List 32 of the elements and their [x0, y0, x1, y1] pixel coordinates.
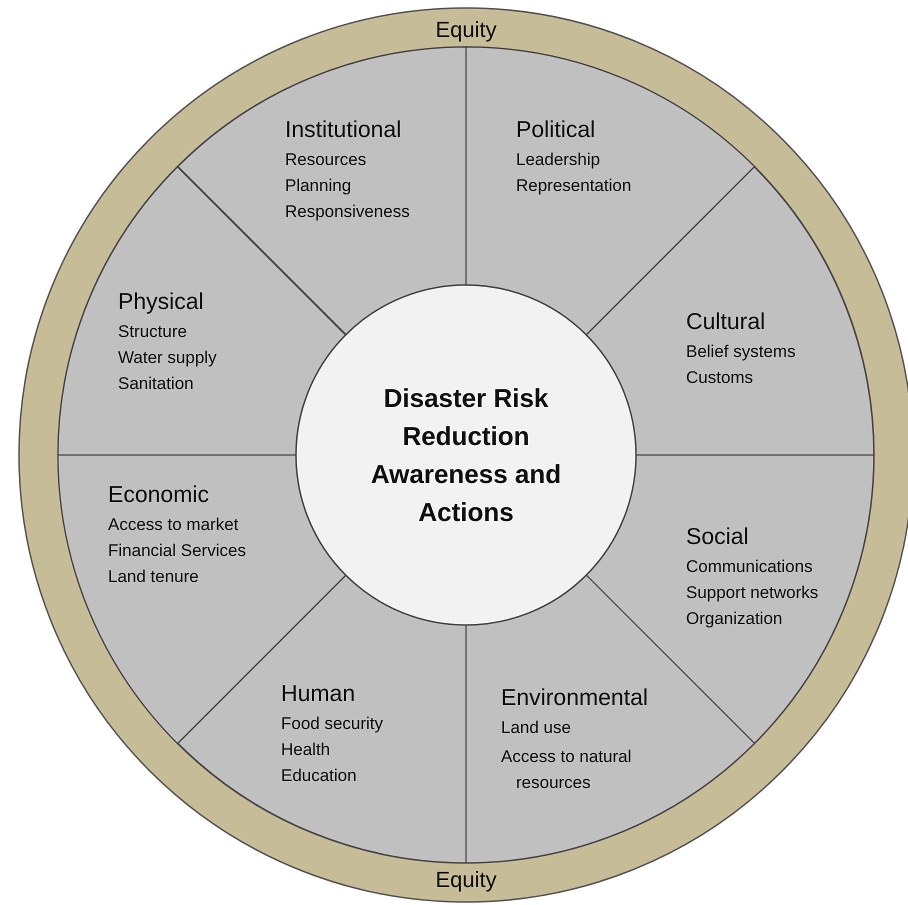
list-item: Support networks	[686, 583, 818, 603]
list-item: Customs	[686, 368, 754, 388]
list-item: Belief systems	[686, 342, 796, 362]
ring-label: Equity	[436, 17, 497, 43]
list-item: Land use	[501, 718, 571, 738]
list-item: Responsiveness	[284, 202, 410, 222]
list-item: Food security	[280, 714, 384, 734]
list-item: Organization	[686, 609, 782, 629]
list-item: Land tenure	[108, 567, 199, 587]
list-item: Structure	[118, 322, 187, 342]
list-item: Planning	[284, 176, 352, 196]
list-item: Financial Services	[108, 541, 246, 561]
list-item: Sanitation	[118, 374, 194, 394]
ring-label: Equity	[436, 867, 497, 893]
sector-heading: Physical	[118, 288, 204, 315]
list-item: Representation	[516, 176, 632, 196]
list-item: Education	[280, 766, 357, 786]
sector-heading: Institutional	[284, 116, 402, 143]
list-item: Communications	[686, 557, 813, 577]
list-item: Health	[280, 740, 330, 760]
sector-heading: Human	[280, 680, 356, 707]
list-item: Leadership	[516, 150, 600, 170]
center-title: Disaster Risk Reduction Awareness and Actions	[370, 382, 562, 529]
list-item: Access to market	[108, 515, 238, 535]
sector-heading: Political	[516, 116, 596, 143]
sector-heading: Cultural	[686, 308, 766, 335]
sector-heading: Economic	[108, 481, 209, 508]
sector-heading: Environmental	[501, 684, 648, 711]
list-item: Access to natural resources	[501, 746, 632, 794]
list-item: Resources	[284, 150, 366, 170]
list-item: Water supply	[118, 348, 217, 368]
sector-heading: Social	[686, 523, 749, 550]
